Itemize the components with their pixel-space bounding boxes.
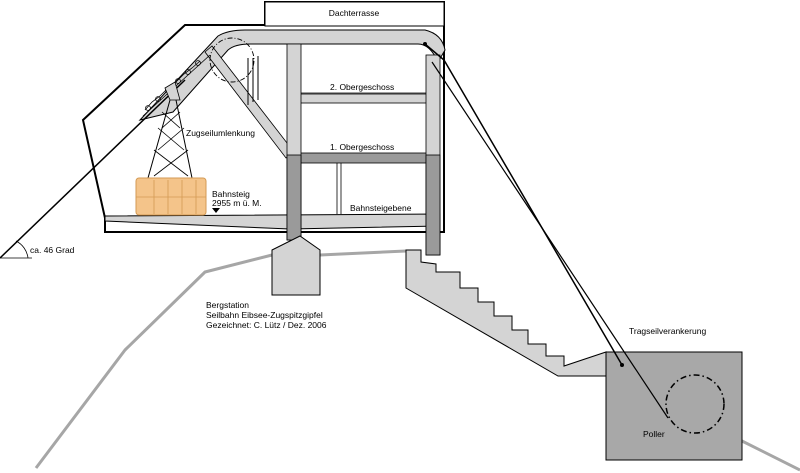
floor-1-slab — [287, 152, 439, 164]
roller-6 — [195, 60, 201, 66]
platform-label-2: 2955 m ü. M. — [212, 198, 262, 208]
carrying-cable — [424, 43, 623, 366]
platform-level-label: Bahnsteigebene — [350, 203, 412, 213]
deflection-sheave — [209, 37, 259, 105]
roller-5 — [185, 69, 191, 75]
carriage — [142, 54, 211, 179]
platform-marker — [212, 208, 220, 213]
cable-anchor-dot — [423, 42, 427, 46]
mountain-terrain — [34, 249, 800, 472]
roller-1 — [145, 105, 151, 111]
floor-1-label: 1. Obergeschoss — [330, 142, 394, 152]
terrain-left-slope — [34, 253, 273, 469]
angle-arc — [15, 240, 29, 259]
roof-terrace-box — [264, 1, 445, 27]
anchorage-label: Tragseilverankerung — [629, 326, 706, 336]
floor-2-label: 2. Obergeschoss — [330, 82, 394, 92]
station-label-3: Gezeichnet: C. Lütz / Dez. 2006 — [206, 320, 327, 330]
hanger-cross-2 — [157, 127, 185, 151]
cable-deflection-label: Zugseilumlenkung — [186, 128, 255, 138]
bollard-circle — [665, 374, 725, 434]
roller-4 — [175, 78, 181, 84]
sheave-wheel — [209, 37, 255, 83]
terrain-ridge — [319, 249, 407, 257]
foundation-left — [271, 235, 321, 296]
cable-end-dot — [620, 363, 624, 367]
floor-2-slab — [298, 93, 428, 104]
anchorage-block — [605, 351, 743, 461]
carrying-cable-2 — [431, 61, 669, 419]
platform-slab — [104, 213, 441, 230]
track-cable-lower — [0, 79, 186, 259]
roller-2 — [155, 96, 161, 102]
hanger-arm-top — [164, 81, 181, 101]
platform-label-1: Bahnsteig — [212, 189, 250, 199]
track-cables — [0, 43, 669, 419]
stair-foundation — [405, 249, 607, 377]
roof-terrace-label: Dachterrasse — [329, 8, 380, 18]
hanger-cross-6 — [161, 111, 181, 129]
station-label-2: Seilbahn Eibsee-Zugspitzgipfel — [206, 310, 323, 320]
right-column-lower — [425, 154, 441, 256]
angle-label: ca. 46 Grad — [30, 245, 75, 255]
hanger-cross-4 — [153, 149, 189, 177]
gondola-body — [135, 177, 207, 216]
terrain-right-slope — [739, 438, 800, 472]
roof-right-slope — [204, 45, 295, 159]
bollard-label: Poller — [643, 429, 665, 439]
left-column-lower — [286, 154, 302, 241]
station-label-1: Bergstation — [206, 300, 249, 310]
gondola-cabin — [135, 177, 207, 216]
